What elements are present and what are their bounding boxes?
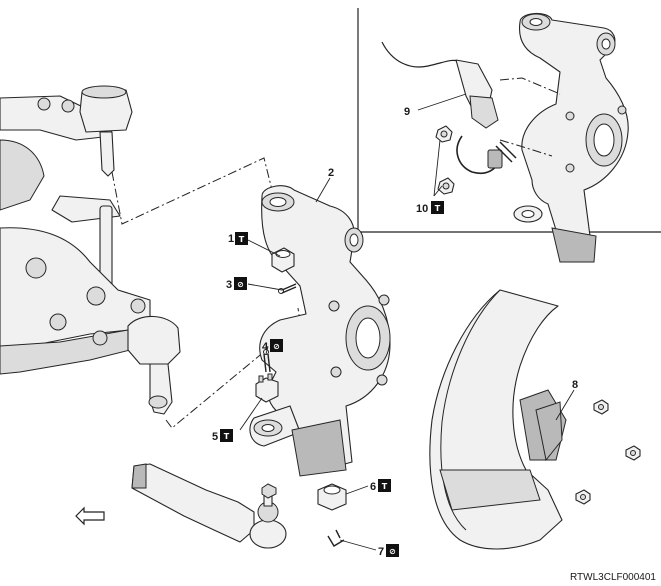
callout-5-torque-icon: T — [224, 432, 230, 441]
tie-rod-end — [131, 463, 287, 549]
callout-9-number: 9 — [404, 106, 410, 118]
callout-1-torque-icon: T — [239, 235, 245, 244]
alignment-lines — [111, 157, 301, 429]
callout-3: 3 ⊘ — [226, 277, 247, 291]
callout-4-number: 4 — [262, 341, 269, 353]
callout-6-torque-icon: T — [382, 482, 388, 491]
callout-9: 9 — [404, 106, 410, 118]
callout-8-number: 8 — [572, 379, 578, 391]
callout-10: 10 T — [416, 201, 444, 215]
callout-1: 1 T — [228, 232, 248, 245]
callout-10-torque-icon: T — [435, 204, 441, 213]
leader-lines — [239, 177, 575, 551]
inset-sensor-harness — [381, 41, 517, 195]
dust-shield-bolt-3 — [575, 489, 591, 505]
upper-cotter-pin — [278, 283, 297, 294]
inset-bolt-upper — [435, 125, 453, 143]
callout-2-number: 2 — [328, 167, 334, 179]
figure-code: RTWL3CLF000401 — [570, 572, 656, 583]
lower-control-arm-assembly — [0, 85, 181, 415]
callout-7-number: 7 — [378, 546, 384, 558]
callout-6-number: 6 — [370, 481, 376, 493]
steering-knuckle — [249, 185, 391, 477]
callout-3-number: 3 — [226, 279, 232, 291]
callout-6: 6 T — [370, 479, 391, 493]
callout-7: 7 ⊘ — [378, 544, 399, 558]
inset-leaders — [417, 77, 561, 197]
callout-7-do-not-reuse-icon: ⊘ — [389, 547, 396, 556]
lower-castle-nut — [255, 373, 279, 403]
dust-shield — [429, 289, 567, 550]
callout-2: 2 — [328, 167, 334, 179]
callout-1-number: 1 — [228, 233, 234, 245]
front-direction-arrow — [75, 506, 105, 526]
inset-steering-knuckle — [513, 12, 629, 263]
inset-frame — [357, 8, 661, 233]
tie-rod-nut — [317, 483, 347, 511]
callout-10-number: 10 — [416, 203, 428, 215]
inset-bolt-lower — [437, 177, 455, 195]
dust-shield-bolt-1 — [593, 399, 609, 415]
callout-4-do-not-reuse-icon: ⊘ — [273, 342, 280, 351]
lower-cotter-pin — [263, 349, 271, 373]
tie-rod-cotter-pin — [327, 529, 345, 547]
callout-3-do-not-reuse-icon: ⊘ — [237, 280, 244, 289]
callout-8: 8 — [572, 379, 578, 391]
dust-shield-bolt-2 — [625, 445, 641, 461]
callout-4: 4 ⊘ — [262, 339, 283, 353]
callout-5: 5 T — [212, 429, 233, 443]
callout-5-number: 5 — [212, 431, 218, 443]
